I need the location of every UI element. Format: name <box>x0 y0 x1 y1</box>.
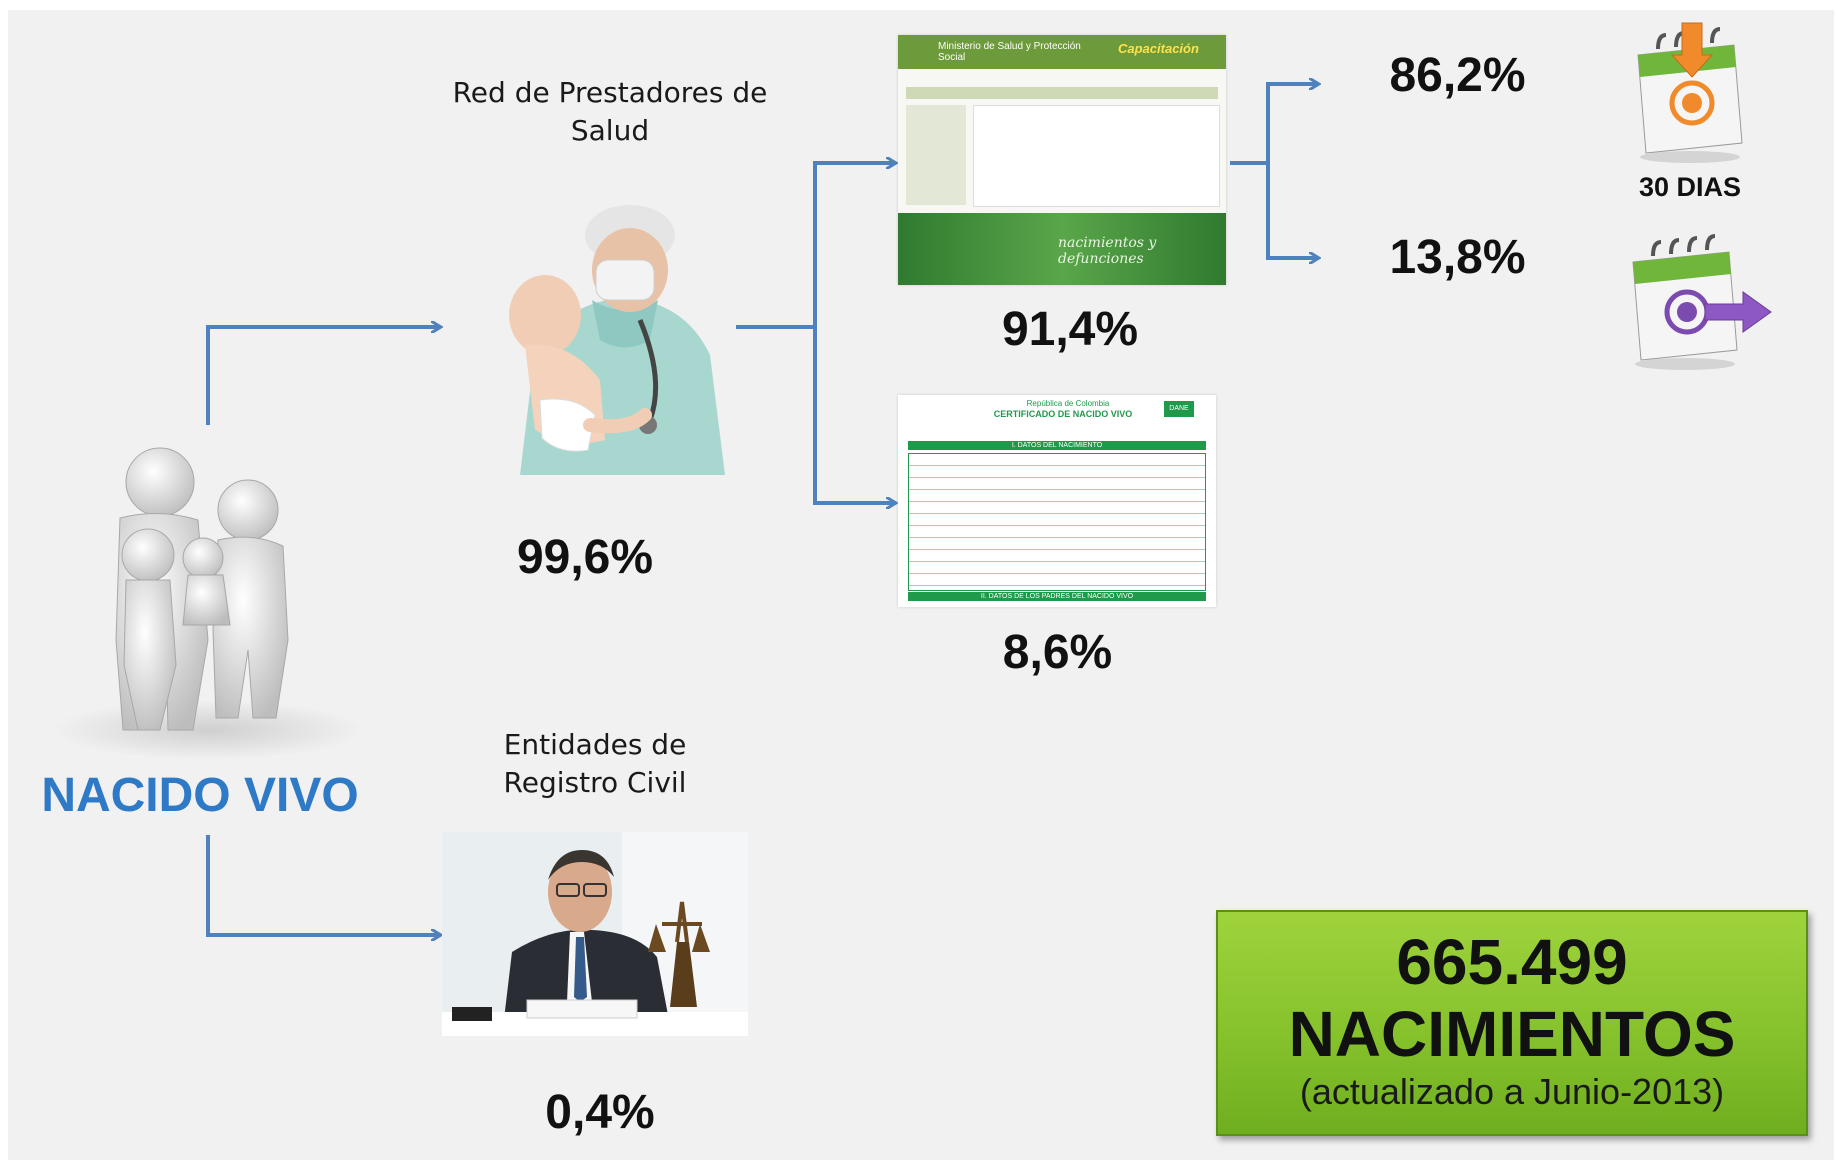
family-figure-icon <box>53 447 363 760</box>
within-30-days-percent: 86,2% <box>1389 49 1526 102</box>
paper-certificate-percent: 8,6% <box>1002 626 1113 679</box>
form-country: República de Colombia <box>1026 399 1110 408</box>
arrow-to-online-system <box>813 163 895 327</box>
dane-logo: DANE <box>1164 401 1194 417</box>
within-30-days-label: 30 DIAS <box>1638 172 1742 202</box>
online-system-banner: Capacitación <box>1118 41 1199 56</box>
total-births-number: 665.499 <box>1396 926 1628 998</box>
calendar-download-icon <box>1637 22 1743 163</box>
arrow-to-86-percent <box>1266 84 1318 163</box>
health-network-label: Red de Prestadores de Salud <box>452 76 768 147</box>
total-births-word: NACIMIENTOS <box>1288 998 1736 1070</box>
arrow-to-civil-registry <box>206 835 440 935</box>
civil-registry-label: Entidades de Registro Civil <box>503 728 687 799</box>
arrow-to-paper-certificate <box>813 327 895 503</box>
health-network-percent: 99,6% <box>516 531 654 584</box>
online-system-screenshot: Ministerio de Salud y Protección Social … <box>898 35 1226 285</box>
online-system-percent: 91,4% <box>1001 303 1139 356</box>
form-title: CERTIFICADO DE NACIDO VIVO <box>993 409 1133 419</box>
doctor-with-baby-image <box>480 180 730 475</box>
paper-certificate-form: República de Colombia CERTIFICADO DE NAC… <box>898 395 1216 607</box>
arrow-to-13-percent <box>1266 163 1318 258</box>
form-section-1: I. DATOS DEL NACIMIENTO <box>908 441 1206 450</box>
total-births-box: 665.499 NACIMIENTOS (actualizado a Junio… <box>1216 910 1808 1136</box>
form-section-2: II. DATOS DE LOS PADRES DEL NACIDO VIVO <box>908 592 1206 601</box>
source-label: NACIDO VIVO <box>41 769 359 822</box>
arrow-to-health-network <box>206 327 440 425</box>
online-system-header: Ministerio de Salud y Protección Social <box>938 41 1081 63</box>
after-30-days-percent: 13,8% <box>1389 231 1526 284</box>
civil-registry-percent: 0,4% <box>545 1086 655 1139</box>
total-births-note: (actualizado a Junio-2013) <box>1299 1071 1725 1112</box>
calendar-forward-icon <box>1632 234 1772 370</box>
online-system-footer: nacimientos y defunciones <box>1058 235 1157 267</box>
registrar-at-desk-image <box>442 832 748 1036</box>
